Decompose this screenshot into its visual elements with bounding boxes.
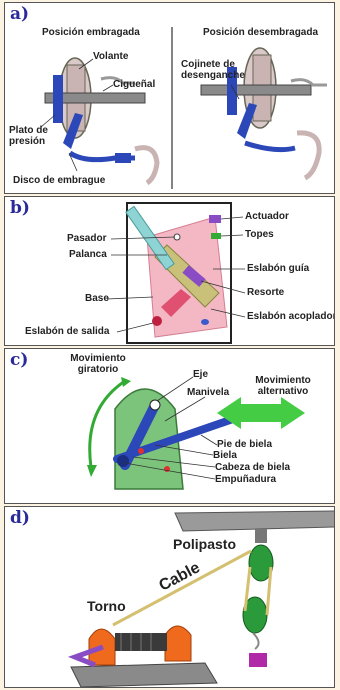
label-polipasto: Polipasto bbox=[173, 536, 237, 552]
label-base: Base bbox=[85, 293, 109, 304]
label-palanca: Palanca bbox=[69, 249, 107, 260]
label-pasador: Pasador bbox=[67, 233, 107, 244]
label-eslabon-guia: Eslabón guía bbox=[247, 263, 310, 274]
label-disco: Disco de embrague bbox=[13, 175, 106, 186]
panel-c-letter: c) bbox=[10, 350, 29, 370]
label-cabeza-biela: Cabeza de biela bbox=[215, 462, 291, 473]
label-eslabon-salida: Eslabón de salida bbox=[25, 326, 110, 337]
clutch-illustration bbox=[40, 27, 327, 189]
label-topes: Topes bbox=[245, 229, 274, 240]
label-cojinete: Cojinete de desenganche bbox=[181, 59, 245, 81]
hoist-illustration bbox=[67, 510, 334, 687]
crank-illustration bbox=[87, 376, 305, 490]
label-torno: Torno bbox=[87, 598, 126, 614]
label-manivela: Manivela bbox=[187, 387, 230, 398]
label-plato: Plato de presión bbox=[9, 125, 48, 147]
label-cigueñal: Cigueñal bbox=[113, 79, 156, 90]
label-empunadura: Empuñadura bbox=[215, 474, 277, 485]
label-biela: Biela bbox=[213, 450, 237, 461]
label-eslabon-acoplador: Eslabón acoplador bbox=[247, 311, 335, 322]
panel-d-letter: d) bbox=[10, 508, 30, 528]
panel-d-hoist: d) Polipasto Cable Torno bbox=[4, 506, 335, 688]
title-disengaged: Posición desembragada bbox=[203, 27, 319, 38]
panel-a-letter: a) bbox=[10, 4, 30, 24]
label-mov-alternativo: Movimiento alternativo bbox=[255, 375, 311, 397]
label-volante: Volante bbox=[93, 51, 129, 62]
label-resorte: Resorte bbox=[247, 287, 285, 298]
panel-a-clutch: a) Posición embragada Posición desembrag… bbox=[4, 2, 335, 194]
title-engaged: Posición embragada bbox=[42, 27, 140, 38]
panel-c-crank: c) Movimiento giratorio Eje Manivela Mov… bbox=[4, 348, 335, 504]
mechanism-illustration bbox=[106, 202, 246, 344]
panel-b-letter: b) bbox=[10, 198, 30, 218]
panel-b-mechanism: b) Actuador Topes Pasador P bbox=[4, 196, 335, 346]
label-pie-biela: Pie de biela bbox=[217, 439, 273, 450]
label-eje: Eje bbox=[193, 369, 209, 380]
label-actuador: Actuador bbox=[245, 211, 289, 222]
label-mov-giratorio: Movimiento giratorio bbox=[70, 353, 126, 375]
